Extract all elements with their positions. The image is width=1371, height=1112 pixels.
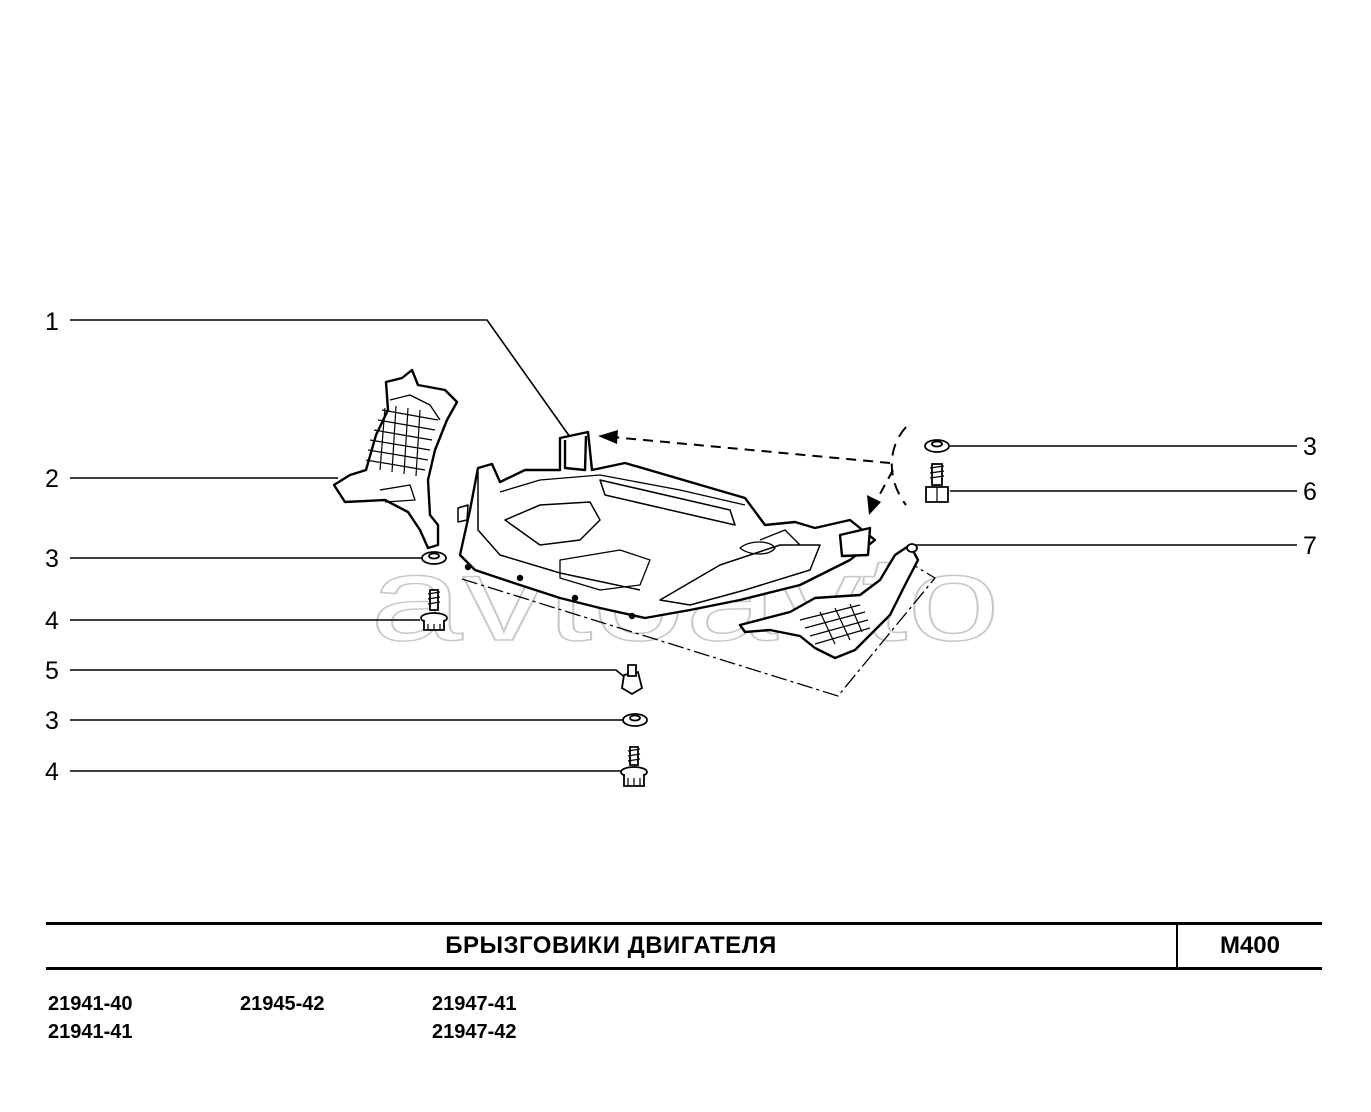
washer-3-right (924, 439, 950, 453)
engine-shield (457, 430, 877, 620)
callout-4-left-top: 4 (45, 607, 59, 635)
nut-7 (906, 543, 918, 553)
callout-6: 6 (1303, 478, 1317, 506)
arrowhead-down (867, 495, 881, 515)
model-col1-row2: 21941-41 (48, 1021, 133, 1043)
model-col3-row2: 21947-42 (432, 1021, 517, 1043)
callout-4-left-bottom: 4 (45, 758, 59, 786)
callout-2: 2 (45, 465, 59, 493)
callout-5: 5 (45, 657, 59, 685)
callout-7: 7 (1303, 532, 1317, 560)
callout-3-left-top: 3 (45, 545, 59, 573)
model-col1-row1: 21941-40 (48, 993, 133, 1015)
callout-3-left-bottom: 3 (45, 707, 59, 735)
screw-4-left-bottom (620, 746, 648, 787)
page-code: M400 (1219, 932, 1281, 959)
detail-arc (890, 426, 907, 506)
arrow-to-right-shield (873, 469, 894, 506)
washer-3-left-bottom (622, 713, 648, 727)
title-block: БРЫЗГОВИКИ ДВИГАТЕЛЯ M400 (46, 922, 1322, 970)
exploded-parts-diagram: avtoavto (70, 319, 1297, 787)
title-divider (1176, 925, 1178, 967)
right-side-shield (738, 526, 920, 660)
dashed-arrows (611, 426, 907, 506)
leader-5 (70, 669, 629, 681)
clip-5 (621, 664, 644, 696)
page-title: БРЫЗГОВИКИ ДВИГАТЕЛЯ (445, 932, 777, 959)
model-col2-row1: 21945-42 (240, 993, 325, 1015)
callout-1: 1 (45, 308, 59, 336)
left-side-shield (332, 368, 459, 550)
model-col3-row1: 21947-41 (432, 993, 517, 1015)
leader-1 (70, 319, 571, 438)
washer-3-left-top (421, 551, 447, 565)
arrow-to-shield (611, 436, 891, 464)
underbody-outline (461, 559, 936, 697)
bolt-6 (925, 463, 949, 503)
screw-4-left-top (420, 589, 448, 631)
fasteners (420, 439, 950, 787)
arrowhead-left (598, 430, 618, 444)
leader-lines (70, 319, 1297, 772)
callout-3-right: 3 (1303, 433, 1317, 461)
